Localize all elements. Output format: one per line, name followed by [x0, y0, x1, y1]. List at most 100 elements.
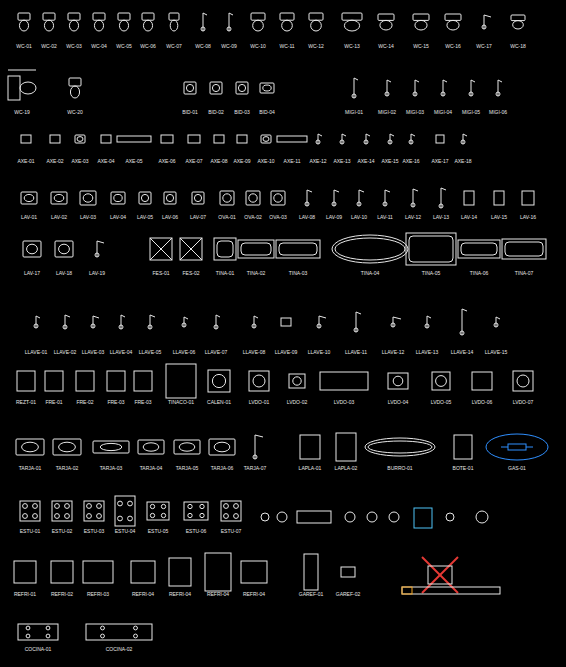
fixture-label: TINA-04 [361, 270, 380, 276]
fixture-icon [134, 371, 152, 391]
fixture-label: MIGI-06 [489, 109, 507, 115]
fixture-label: BID-02 [208, 109, 224, 115]
fixture-icon [119, 315, 125, 329]
fixture-label: LAPLA-02 [335, 465, 358, 471]
fixture-icon [20, 501, 40, 521]
fixture-icon [180, 238, 202, 260]
fixture-label: TARJA-05 [176, 465, 199, 471]
fixture-icon [251, 13, 265, 31]
fixture-icon [18, 13, 30, 31]
fixture-icon [115, 496, 135, 526]
fixture-icon [409, 134, 415, 144]
fixture-icon [118, 13, 130, 31]
fixture-label: MIGI-04 [434, 109, 452, 115]
fixture-label: ESTU-01 [20, 528, 41, 534]
fixture-icon [304, 554, 318, 590]
fixture-label: TINA-05 [422, 270, 441, 276]
fixture-icon [182, 317, 188, 327]
fixture-icon [413, 14, 429, 30]
fixture-label: AXE-02 [46, 158, 63, 164]
fixture-label: OVA-03 [269, 214, 286, 220]
fixture-icon [84, 501, 104, 521]
fixture-icons [8, 13, 548, 640]
fixture-label: BID-04 [259, 109, 275, 115]
fixture-icon [21, 192, 37, 204]
fixture-label: AXE-18 [454, 158, 471, 164]
fixture-label: LVDO-06 [472, 399, 492, 405]
fixture-label: WC-08 [195, 43, 211, 49]
fixture-icon [169, 558, 191, 586]
fixture-label: LLAVE-06 [173, 349, 195, 355]
fixture-label: AXE-17 [431, 158, 448, 164]
fixture-label: AXE-13 [333, 158, 350, 164]
fixture-icon [289, 374, 305, 388]
fixture-icon [174, 440, 200, 454]
fixture-label: LAPLA-01 [299, 465, 322, 471]
fixture-icon [139, 192, 151, 204]
fixture-icon [68, 13, 80, 31]
fixture-icon [388, 134, 394, 144]
fixture-label: CALEN-01 [207, 399, 231, 405]
fixture-label: AXE-07 [185, 158, 202, 164]
fixture-label: LVDO-02 [287, 399, 307, 405]
fixture-icon [80, 191, 96, 205]
fixture-label: REFRI-04 [169, 591, 191, 597]
fixture-icon [201, 13, 207, 31]
fixture-label: AXE-12 [309, 158, 326, 164]
fixture-icon [52, 501, 72, 521]
fixture-icon [439, 188, 446, 208]
misc-symbol [345, 512, 355, 522]
fixture-label: BID-01 [182, 109, 198, 115]
fixture-label: AXE-11 [284, 158, 301, 164]
fixture-icon [184, 82, 196, 94]
fixture-icon [17, 371, 35, 391]
fixture-icon [241, 561, 267, 583]
fixture-label: LAV-08 [299, 214, 315, 220]
fixture-icon [169, 13, 179, 31]
fixture-label: REZT-01 [16, 399, 36, 405]
fixture-label: LAV-13 [433, 214, 449, 220]
fixture-icon [237, 135, 247, 143]
fixture-icon [53, 439, 81, 455]
fixture-label: LAV-09 [326, 214, 342, 220]
fixture-icon [95, 241, 104, 257]
fixture-icon [214, 135, 224, 143]
fixture-label: WC-12 [308, 43, 324, 49]
fixture-icon [502, 239, 546, 259]
fixture-icon [276, 240, 320, 258]
fixture-label: WC-11 [279, 43, 294, 49]
fixture-icon [281, 318, 291, 326]
fixture-label: MIGI-02 [378, 109, 396, 115]
fixture-label: LLAVE-15 [485, 349, 507, 355]
fixture-icon [496, 80, 502, 96]
fixture-icon [76, 371, 94, 391]
fixture-label: BURRO-01 [387, 465, 412, 471]
fixture-icon [441, 80, 447, 96]
fixture-icon [300, 435, 320, 459]
fixture-label: AXE-05 [125, 158, 142, 164]
fixture-label: LAV-15 [491, 214, 507, 220]
fixture-label: ESTU-04 [115, 528, 136, 534]
fixture-icon [227, 13, 233, 31]
fixture-label: REFRI-02 [51, 591, 73, 597]
fixture-icon [18, 624, 58, 640]
fixture-label: WC-04 [91, 43, 107, 49]
fixture-label: LAV-12 [405, 214, 421, 220]
fixture-label: TARJA-01 [19, 465, 42, 471]
fixture-icon [236, 82, 248, 94]
fixture-icon [365, 438, 435, 456]
fixture-icon [246, 191, 260, 205]
fixture-label: LLAVE-14 [451, 349, 473, 355]
fixture-icon [454, 435, 472, 459]
fixture-label: FRE-03 [107, 399, 124, 405]
fixture-icon [161, 135, 173, 143]
fixture-label: TINA-01 [216, 270, 235, 276]
fixture-icon [388, 373, 408, 389]
misc-symbol [476, 511, 488, 523]
fixture-icon [69, 78, 81, 98]
fixture-label: WC-06 [140, 43, 156, 49]
fixture-icon [51, 561, 73, 583]
fixture-icon [317, 316, 326, 328]
